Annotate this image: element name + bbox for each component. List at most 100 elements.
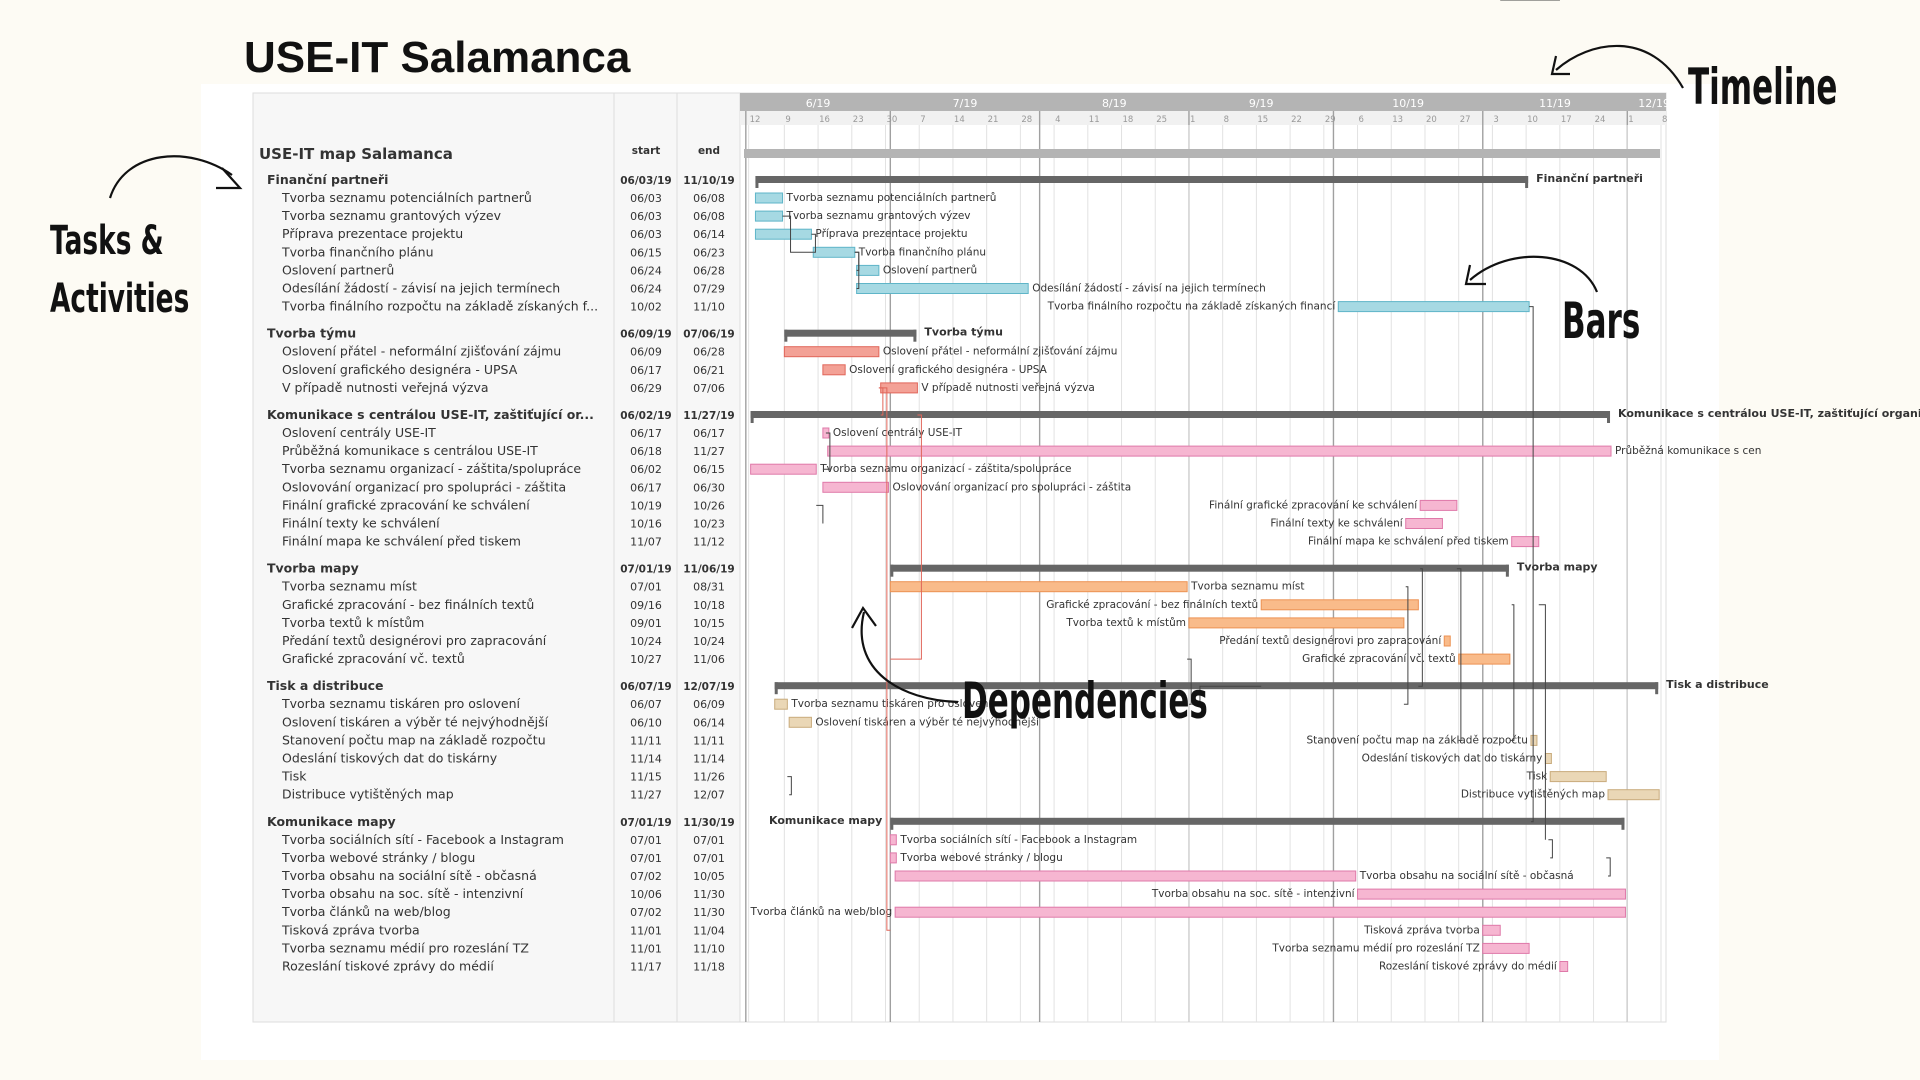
task-name: Finální grafické zpracování ke schválení <box>282 497 530 512</box>
annotation-dependencies: Dependencies <box>962 672 1208 730</box>
task-start: 06/17 <box>630 364 662 377</box>
task-name: Tvorba seznamu tiskáren pro oslovení <box>281 696 521 711</box>
task-start: 07/01 <box>630 834 662 847</box>
task-bar <box>822 364 846 376</box>
task-start: 10/19 <box>630 499 662 512</box>
group-bar-cap-start <box>890 817 894 830</box>
group-start: 06/07/19 <box>620 681 672 693</box>
task-end: 11/14 <box>693 753 725 766</box>
task-start: 06/03 <box>630 210 662 223</box>
week-label: 13 <box>1392 115 1403 125</box>
annotation-tasks-line1: Tasks & <box>50 218 164 264</box>
task-name: Tvorba finančního plánu <box>281 244 434 259</box>
dependency-connector <box>787 776 792 796</box>
group-bar-cap-start <box>774 682 778 695</box>
task-bar <box>1607 789 1660 801</box>
task-name: Oslovení tiskáren a výběr té nejvýhodněj… <box>282 714 549 729</box>
week-label: 30 <box>887 115 898 125</box>
task-bar <box>1530 734 1538 746</box>
task-bar <box>856 264 880 276</box>
annotation-bars: Bars <box>1562 292 1641 350</box>
week-label: 28 <box>1021 115 1032 125</box>
task-bar <box>856 283 1029 294</box>
task-start: 06/07 <box>630 698 662 711</box>
task-bar <box>1544 753 1552 764</box>
group-end: 12/07/19 <box>683 681 735 693</box>
task-name: Tvorba seznamu potenciálních partnerů <box>281 190 532 205</box>
task-end: 10/26 <box>693 499 725 512</box>
task-end: 11/30 <box>693 888 725 901</box>
task-bar-label: Oslovení grafického designéra - UPSA <box>849 364 1047 376</box>
group-name: Tisk a distribuce <box>267 678 384 693</box>
task-name: Oslovení grafického designéra - UPSA <box>282 362 518 377</box>
group-bar-cap-end <box>1621 817 1625 830</box>
task-end: 06/28 <box>693 346 725 359</box>
month-label: 10/19 <box>1392 97 1424 110</box>
task-end: 10/05 <box>693 870 725 883</box>
annotation-tasks: Tasks & Activities <box>50 212 189 328</box>
week-label: 9 <box>785 115 790 125</box>
dependency-connector <box>1548 839 1553 859</box>
task-bar <box>754 192 784 204</box>
week-label: 1 <box>1628 115 1633 125</box>
task-name: Oslovování organizací pro spolupráci - z… <box>282 479 566 494</box>
group-bar-cap-end <box>913 329 917 342</box>
task-name: Rozeslání tiskové zprávy do médií <box>282 959 494 974</box>
task-bar <box>1482 942 1530 954</box>
group-bar-label: Tvorba mapy <box>1517 561 1598 574</box>
week-label: 25 <box>1156 115 1167 125</box>
task-end: 10/18 <box>693 599 725 612</box>
group-bar-cap-end <box>1525 176 1529 188</box>
group-end: 11/30/19 <box>683 817 735 829</box>
group-bar-label: Finanční partneři <box>1536 172 1643 185</box>
group-bar <box>755 176 1529 183</box>
dependency-connector <box>782 215 814 253</box>
task-bar-label: V případě nutnosti veřejná výzva <box>921 382 1094 394</box>
task-start: 09/16 <box>630 599 662 612</box>
task-start: 06/24 <box>630 283 662 296</box>
task-start: 06/15 <box>630 246 662 259</box>
task-name: Oslovení přátel - neformální zjišťování … <box>282 344 561 359</box>
dependency-connector <box>1509 604 1515 741</box>
week-label: 1 <box>1190 115 1195 125</box>
task-name: Tisková zpráva tvorba <box>281 922 420 937</box>
group-bar-cap-start <box>755 176 759 188</box>
task-bar <box>1419 499 1458 511</box>
group-end: 11/27/19 <box>683 410 735 422</box>
task-end: 06/28 <box>693 264 725 277</box>
group-bar-cap-end <box>1505 564 1509 577</box>
dependency-connector <box>1538 604 1546 840</box>
week-label: 4 <box>1055 115 1060 125</box>
task-name: Tvorba obsahu na soc. sítě - intenzivní <box>281 886 524 901</box>
task-name: Tvorba seznamu organizací - záštita/spol… <box>281 461 581 476</box>
task-name: Grafické zpracování - bez finálních text… <box>282 597 534 612</box>
group-bar-label: Tvorba týmu <box>924 326 1003 339</box>
dependency-connector <box>854 251 860 289</box>
task-end: 06/15 <box>693 463 725 476</box>
task-bar-label: Průběžná komunikace s cen <box>1615 445 1761 457</box>
task-bar-label: Tvorba obsahu na sociální sítě - občasná <box>1359 870 1574 882</box>
group-start: 06/09/19 <box>620 329 672 341</box>
task-start: 11/01 <box>630 924 662 937</box>
task-name: Průběžná komunikace s centrálou USE-IT <box>282 443 538 458</box>
group-end: 11/06/19 <box>683 564 735 576</box>
task-start: 11/11 <box>630 734 662 747</box>
group-bar <box>750 411 1611 418</box>
task-end: 12/07 <box>693 789 725 802</box>
group-bar-label: Komunikace s centrálou USE-IT, zaštiťují… <box>1618 407 1920 420</box>
week-label: 8 <box>1662 115 1667 125</box>
dependency-connector <box>816 504 824 524</box>
task-bar-label: Grafické zpracování vč. textů <box>1302 653 1456 665</box>
task-start: 07/02 <box>630 870 662 883</box>
task-name: Předání textů designérovi pro zapracován… <box>282 633 547 648</box>
week-label: 24 <box>1595 115 1606 125</box>
task-bar-label: Tvorba článků na web/blog <box>749 906 892 918</box>
month-label: 6/19 <box>806 97 831 110</box>
dependency-connector <box>822 432 831 470</box>
group-bar-label: Tisk a distribuce <box>1666 678 1769 691</box>
annotation-tasks-line2: Activities <box>50 276 190 322</box>
month-label: 7/19 <box>953 97 978 110</box>
task-end: 11/10 <box>693 942 725 955</box>
task-bar <box>812 246 856 258</box>
task-start: 11/14 <box>630 753 662 766</box>
